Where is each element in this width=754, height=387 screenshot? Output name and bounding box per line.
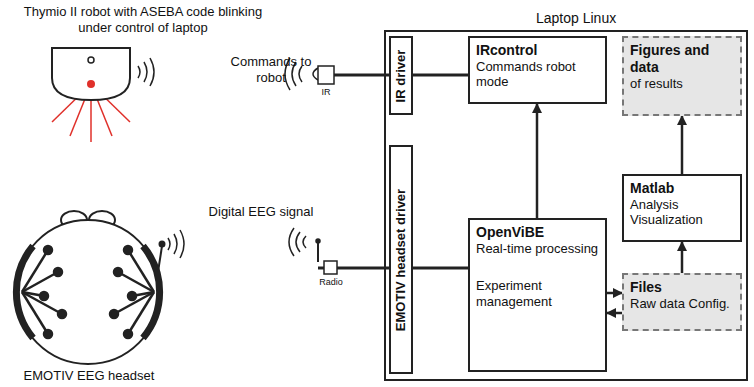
node-body: Raw data Config. (630, 296, 734, 312)
node-heading: EMOTIV headset driver (393, 188, 409, 330)
node-body: Analysis Visualization (630, 197, 734, 228)
robot-caption: Thymio II robot with ASEBA code blinking… (8, 4, 278, 35)
node-heading: Files (630, 279, 734, 296)
output-box: Figures and dataof results (622, 36, 742, 116)
connector (413, 267, 468, 270)
device-tag: Radio (310, 277, 352, 288)
connector (681, 116, 684, 174)
node-heading: OpenViBE (476, 224, 599, 241)
eeg-headset (16, 211, 184, 364)
connector (607, 292, 622, 295)
node-body: Experiment management (476, 278, 599, 309)
device-tag: IR (318, 87, 334, 98)
connector (536, 104, 539, 218)
process-box: IRcontrolCommands robot mode (468, 36, 607, 104)
driver-box: IR driver (389, 36, 413, 115)
driver-box: EMOTIV headset driver (389, 145, 413, 374)
connector (413, 74, 468, 77)
node-heading: Laptop Linux (536, 10, 616, 26)
radio-receiver (289, 228, 389, 274)
node-heading: IRcontrol (476, 42, 599, 59)
connector (681, 242, 684, 273)
laptop-frame: Laptop LinuxIR driverEMOTIV headset driv… (384, 30, 748, 381)
device-caption: EMOTIV EEG headset (14, 368, 164, 384)
process-box: MatlabAnalysis Visualization (622, 174, 742, 242)
node-body: Commands robot mode (476, 59, 599, 90)
node-heading: Figures and data (630, 42, 734, 76)
node-body: Real-time processing (476, 241, 599, 257)
signal-label: Digital EEG signal (196, 204, 326, 220)
process-box: OpenViBEReal-time processingExperiment m… (468, 218, 607, 372)
signal-label: Commands to robot (226, 54, 316, 85)
file-box: FilesRaw data Config. (622, 273, 742, 331)
node-heading: IR driver (393, 49, 409, 102)
connector (607, 312, 622, 315)
node-heading: Matlab (630, 180, 734, 197)
thymio-robot (52, 48, 154, 142)
node-body: of results (630, 76, 734, 92)
